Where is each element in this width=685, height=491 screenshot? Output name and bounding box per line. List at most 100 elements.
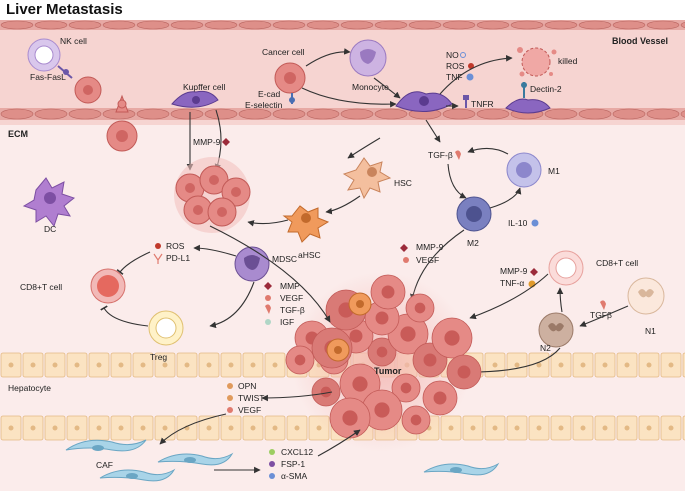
killed-cancer-cell: killed xyxy=(517,47,578,77)
arrow-n2-to-tumor xyxy=(469,347,561,376)
cancer-cell-circulating: Cancer cell xyxy=(262,47,306,94)
arrow-tumor-to-opn xyxy=(261,391,333,402)
mmp9-cd8-label: MMP-9 xyxy=(500,266,528,276)
micrometastasis-cluster xyxy=(174,157,251,233)
vegf-mdsc-label: VEGF xyxy=(280,293,303,303)
il10-label: IL-10 xyxy=(508,218,528,228)
arrow-mdsc-to-ros xyxy=(193,244,237,257)
arrow-kupffer-to-killed xyxy=(439,54,513,95)
fas-fasl-interaction: Fas-FasL xyxy=(30,65,73,82)
cancer-cell-label: Cancer cell xyxy=(262,47,305,57)
hepatocyte-factors: OPN TWIST VEGF xyxy=(227,381,264,415)
hepatocyte-label: Hepatocyte xyxy=(8,383,51,393)
cd8-left-label: CD8+T cell xyxy=(20,282,62,292)
killed-label: killed xyxy=(558,56,578,66)
hsc-label: HSC xyxy=(394,178,412,188)
nk-cell-label: NK cell xyxy=(60,36,87,46)
arrow-n2-to-cd8 xyxy=(556,287,564,313)
treg-label: Treg xyxy=(150,352,167,362)
mdsc-label: MDSC xyxy=(272,254,297,264)
cytotoxic-factors: NO ROS TNF xyxy=(446,50,474,82)
ahsc-label: aHSC xyxy=(298,250,321,260)
arrow-kupffer-to-tgfb xyxy=(425,119,441,143)
a-sma-label: α-SMA xyxy=(281,471,307,481)
vegf-hep-label: VEGF xyxy=(238,405,261,415)
arrow-monocyte-to-kupffer xyxy=(373,77,401,99)
m2-macrophage: M2 xyxy=(456,196,492,248)
n2-label: N2 xyxy=(540,343,551,353)
mdsc-cell: MDSC xyxy=(234,246,297,282)
arrow-tgfb-to-m2 xyxy=(447,163,467,199)
tnfr-receptor: TNFR xyxy=(463,95,494,109)
cd8-t-cell-left: CD8+T cell xyxy=(20,268,126,304)
no-label: NO xyxy=(446,50,459,60)
m2-secreted-factors: MMP-9 VEGF xyxy=(400,242,444,265)
ros-label: ROS xyxy=(446,61,465,71)
m1-label: M1 xyxy=(548,166,560,176)
e-selectin-label: E-selectin xyxy=(245,100,283,110)
mmp9-m2-label: MMP-9 xyxy=(416,242,444,252)
opn-label: OPN xyxy=(238,381,256,391)
tgfb-m1-factor: TGF-β xyxy=(428,150,461,160)
arrow-caf-factors-to-tumor xyxy=(317,429,361,457)
tgfb-n1-factor: TGFβ xyxy=(590,300,612,320)
dectin-2-label: Dectin-2 xyxy=(530,84,562,94)
ecm-label: ECM xyxy=(8,129,28,139)
vegf-m2-label: VEGF xyxy=(416,255,439,265)
activated-kupffer-cell xyxy=(395,91,453,112)
n1-label: N1 xyxy=(645,326,656,336)
extravasating-cancer-cell xyxy=(106,94,138,152)
igf-label: IGF xyxy=(280,317,294,327)
arrow-cancer-to-monocyte xyxy=(305,48,351,67)
caf-cells: CAF xyxy=(65,439,500,482)
mmp9-kupffer-factor: MMP-9 xyxy=(193,137,230,147)
arrow-ahsc-to-micromet xyxy=(247,219,289,227)
cxcl12-label: CXCL12 xyxy=(281,447,313,457)
twist-label: TWIST xyxy=(238,393,264,403)
pd-l1-label: PD-L1 xyxy=(166,253,190,263)
vessel-wall-top xyxy=(0,20,685,30)
adhesion-molecules: E-cad E-selectin xyxy=(245,89,295,110)
dc-cell: DC xyxy=(22,177,76,234)
n1-neutrophil: N1 xyxy=(627,277,665,336)
arrow-cd8-to-tumor xyxy=(469,273,549,320)
caf-secreted-factors: CXCL12 FSP-1 α-SMA xyxy=(269,447,313,481)
arrow-cancer-to-kupffer xyxy=(301,87,397,108)
tumor-mass: Tumor xyxy=(285,272,482,452)
tgfb-mdsc-label: TGF-β xyxy=(280,305,305,315)
tnf-alpha-label: TNF-α xyxy=(500,278,524,288)
arrow-kupffer-to-hsc xyxy=(347,137,381,159)
e-cad-label: E-cad xyxy=(258,89,280,99)
ros-mdsc-label: ROS xyxy=(166,241,185,251)
arrow-micromet-to-tumor xyxy=(209,225,331,323)
monocyte-label: Monocyte xyxy=(352,82,389,92)
blood-vessel-region xyxy=(0,20,685,125)
treg-cell: Treg xyxy=(148,310,184,362)
tgfb-m1-label: TGF-β xyxy=(428,150,453,160)
tnf-label: TNF xyxy=(446,72,463,82)
cancer-cell-target-nk xyxy=(74,76,102,104)
tumor-label: Tumor xyxy=(374,366,402,376)
mmp-label: MMP xyxy=(280,281,300,291)
blood-vessel-label: Blood Vessel xyxy=(612,36,668,46)
caf-label: CAF xyxy=(96,460,113,470)
mmp9-kupffer-label: MMP-9 xyxy=(193,137,221,147)
nk-cell: NK cell xyxy=(27,36,87,72)
tnfr-label: TNFR xyxy=(471,99,494,109)
n2-neutrophil: N2 xyxy=(538,312,574,353)
kupffer-cell: Kupffer cell xyxy=(171,82,225,108)
cd8-right-label: CD8+T cell xyxy=(596,258,638,268)
arrow-m2-to-m1 xyxy=(489,187,522,209)
kupffer-cell-label: Kupffer cell xyxy=(183,82,225,92)
vessel-wall-bottom xyxy=(0,108,685,120)
kupffer-cell-dectin xyxy=(505,98,551,114)
inhibit-cd8-left xyxy=(116,251,151,276)
arrow-factors-to-caf xyxy=(159,413,227,445)
inhibit-cd8-by-treg xyxy=(100,305,149,327)
dc-label: DC xyxy=(44,224,56,234)
m1-macrophage: M1 xyxy=(506,152,560,188)
arrow-hsc-to-ahsc xyxy=(325,195,361,215)
arrow-mdsc-to-treg xyxy=(209,281,255,329)
